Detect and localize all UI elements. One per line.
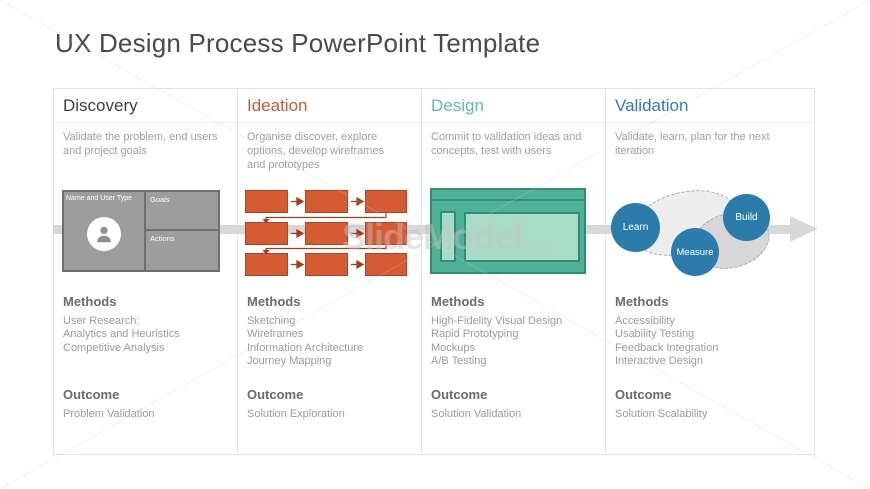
persona-goals-cell: Goals <box>146 192 218 231</box>
methods-heading: Methods <box>431 294 485 309</box>
column-description-discovery: Validate the problem, end users and proj… <box>63 131 218 157</box>
method-item: Mockups <box>431 341 476 354</box>
measure-circle: Measure <box>671 228 719 276</box>
process-arrow-band <box>53 225 790 234</box>
method-item: Feedback Integration <box>615 341 719 354</box>
method-item: Interactive Design <box>615 355 704 368</box>
persona-name-cell: Name and User Type <box>64 192 146 270</box>
outcome-heading: Outcome <box>431 387 488 402</box>
outcome-section-validation: Outcome Solution Scalability <box>606 381 814 421</box>
learn-circle: Learn <box>611 203 660 252</box>
persona-goals-label: Goals <box>150 195 170 204</box>
column-header-validation: Validation <box>606 89 814 123</box>
method-item: Competitive Analysis <box>63 341 165 354</box>
column-header-design: Design <box>422 89 605 123</box>
method-item: Rapid Prototyping <box>431 328 519 341</box>
column-description-validation: Validate, learn, plan for the next itera… <box>615 131 770 157</box>
wireframe-topbar <box>432 199 584 201</box>
outcome-value: Problem Validation <box>63 408 155 420</box>
outcome-value: Solution Scalability <box>615 408 708 420</box>
column-header-discovery: Discovery <box>54 89 237 123</box>
method-item: Sketching <box>247 315 296 327</box>
column-discovery: Discovery Validate the problem, end user… <box>54 89 238 454</box>
persona-card: Name and User Type Goals Actions <box>62 190 220 272</box>
methods-section-ideation: Methods Sketching Wireframes Information… <box>238 289 421 381</box>
methods-section-validation: Methods Accessibility Usability Testing … <box>606 289 814 381</box>
persona-name-label: Name and User Type <box>66 195 133 202</box>
column-header-ideation: Ideation <box>238 89 421 123</box>
persona-avatar-icon <box>87 217 121 252</box>
column-validation: Validation Validate, learn, plan for the… <box>606 89 814 454</box>
method-item: User Research: <box>63 315 140 327</box>
column-design: Design Commit to validation ideas and co… <box>422 89 606 454</box>
outcome-section-ideation: Outcome Solution Exploration <box>238 381 421 421</box>
process-arrow-head-icon <box>790 216 818 242</box>
methods-heading: Methods <box>615 294 669 309</box>
methods-heading: Methods <box>247 294 301 309</box>
slide-title: UX Design Process PowerPoint Template <box>55 28 541 58</box>
method-item: Analytics and Heuristics <box>63 328 180 341</box>
method-item: Usability Testing <box>615 328 695 341</box>
outcome-section-design: Outcome Solution Validation <box>422 381 605 421</box>
method-item: Information Architecture <box>247 341 364 354</box>
column-description-ideation: Organise discover, explore options, deve… <box>247 131 384 171</box>
wireframe-sidebar <box>440 211 456 262</box>
method-item: Accessibility <box>615 315 675 327</box>
method-item: Journey Mapping <box>247 355 332 368</box>
persona-actions-cell: Actions <box>146 231 218 270</box>
method-item: Wireframes <box>247 328 304 341</box>
method-item: A/B Testing <box>431 355 487 368</box>
methods-section-design: Methods High-Fidelity Visual Design Rapi… <box>422 289 605 381</box>
persona-actions-label: Actions <box>150 234 175 243</box>
outcome-value: Solution Exploration <box>247 408 345 420</box>
ideation-flow-diagram <box>245 190 407 276</box>
wireframe-content-area <box>464 212 580 262</box>
methods-heading: Methods <box>63 294 117 309</box>
build-circle: Build <box>723 194 770 241</box>
methods-section-discovery: Methods User Research: Analytics and Heu… <box>54 289 237 381</box>
column-description-design: Commit to validation ideas and concepts,… <box>431 131 582 157</box>
outcome-value: Solution Validation <box>431 408 522 420</box>
method-item: High-Fidelity Visual Design <box>431 315 563 327</box>
outcome-section-discovery: Outcome Problem Validation <box>54 381 237 421</box>
outcome-heading: Outcome <box>247 387 304 402</box>
wireframe-diagram <box>430 188 586 274</box>
column-ideation: Ideation Organise discover, explore opti… <box>238 89 422 454</box>
outcome-heading: Outcome <box>615 387 672 402</box>
outcome-heading: Outcome <box>63 387 120 402</box>
